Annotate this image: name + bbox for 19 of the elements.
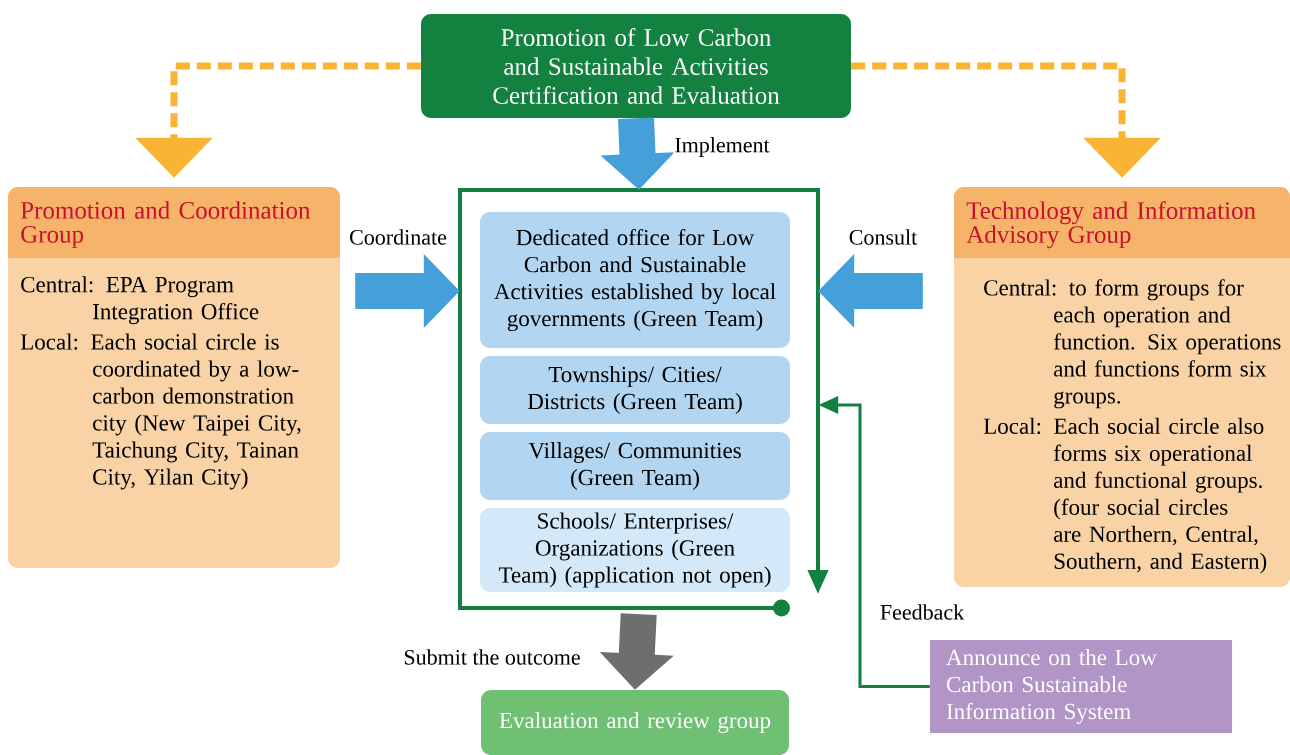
edge-label: Feedback (878, 603, 966, 621)
edge-label: Implement (673, 136, 771, 158)
office-box: Schools/ Enterprises/ Organizations (Green Team) (application not open) (480, 508, 790, 592)
office-box: Townships/ Cities/ Districts (Green Team) (480, 356, 790, 424)
edge-label: Coordinate (348, 228, 448, 246)
panel-text: Central: to form groups for each operation and function. Six operations and functions form six groups. (984, 279, 1281, 409)
panel-text: Local: Each social circle is coordinated by a low-carbon demonstration city (New Taipei City, Taichung City, Tainan City, Yilan City) (20, 333, 301, 490)
edge-label: Consult (847, 228, 919, 246)
loop-frame (458, 188, 829, 617)
title-box: Promotion of Low Carbon and Sustainable Activities Certification and Evaluation (421, 14, 851, 118)
panel-header: Promotion and Coordination Group (8, 187, 340, 258)
panel-text: Local: Each social circle also forms six operational and functional groups. (four social circles are Northern, Central, Southern, and Eastern) (983, 417, 1267, 574)
edge-label: Submit the outcome (402, 648, 582, 666)
office-box: Dedicated office for Low Carbon and Sustainable Activities established by local governments (Green Team) (480, 212, 790, 348)
panel-text: Central: EPA Program Integration Office (21, 276, 259, 325)
result-box: Evaluation and review group (481, 690, 789, 755)
office-box: Villages/ Communities (Green Team) (480, 432, 790, 500)
panel-header: Technology and Information Advisory Group (954, 187, 1290, 258)
info-box: Announce on the Low Carbon Sustainable Information System (930, 640, 1232, 733)
